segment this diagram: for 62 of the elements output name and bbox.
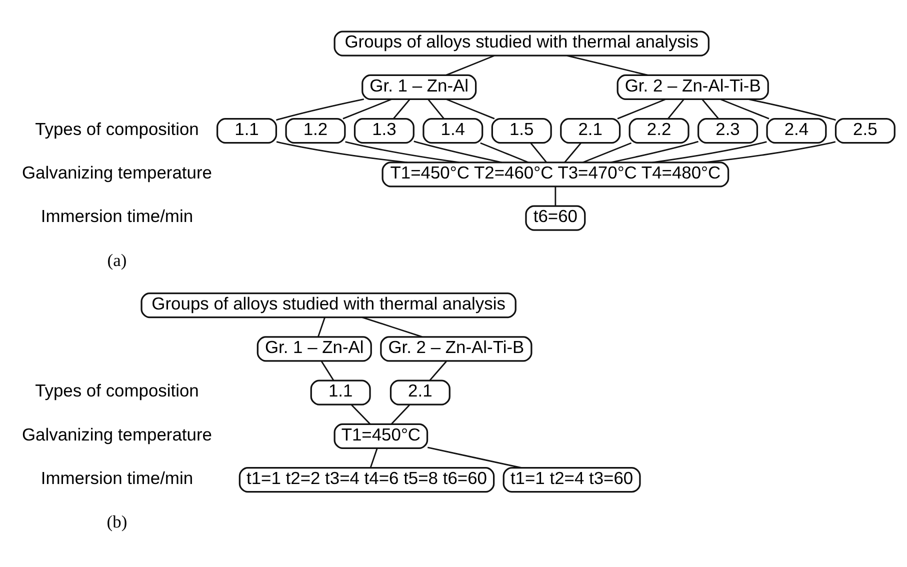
connector bbox=[320, 360, 334, 381]
label: Immersion time/min bbox=[40, 206, 193, 226]
connector bbox=[554, 186, 556, 206]
connector bbox=[704, 141, 836, 164]
node-box: Gr. 2 – Zn-Al-Ti-B bbox=[616, 74, 768, 100]
connector bbox=[413, 140, 502, 164]
node-box: 1.1 bbox=[216, 118, 277, 144]
connector bbox=[276, 141, 407, 164]
connector bbox=[446, 98, 494, 120]
node-box: Gr. 1 – Zn-Al bbox=[256, 336, 372, 362]
node-box: 1.3 bbox=[353, 118, 414, 144]
connector bbox=[428, 360, 446, 381]
connector bbox=[564, 142, 581, 163]
node-box: 1.4 bbox=[422, 118, 483, 144]
connector bbox=[530, 142, 546, 163]
node-box: Groups of alloys studied with thermal analysis bbox=[140, 292, 516, 318]
node-box: T1=450°C T2=460°C T3=470°C T4=480°C bbox=[381, 162, 729, 188]
connector bbox=[480, 142, 528, 163]
connector bbox=[616, 98, 666, 120]
label: (b) bbox=[106, 512, 127, 532]
node-box: Gr. 2 – Zn-Al-Ti-B bbox=[380, 336, 532, 362]
connector bbox=[276, 98, 364, 121]
node-box: 1.2 bbox=[284, 118, 346, 144]
connector bbox=[344, 141, 458, 164]
connector bbox=[362, 316, 422, 338]
node-box: 2.1 bbox=[389, 380, 450, 406]
label: (a) bbox=[106, 250, 126, 270]
connector bbox=[701, 99, 719, 120]
connector bbox=[317, 318, 325, 338]
node-box: t1=1 t2=2 t3=4 t4=6 t5=8 t6=60 bbox=[238, 467, 494, 493]
connector bbox=[369, 448, 378, 468]
node-box: Groups of alloys studied with thermal analysis bbox=[333, 30, 709, 56]
node-box: 2.4 bbox=[766, 118, 826, 144]
node-box: 2.1 bbox=[560, 118, 620, 144]
connector bbox=[426, 446, 521, 468]
connector bbox=[610, 140, 698, 164]
label: Types of composition bbox=[34, 118, 198, 139]
node-box: T1=450°C bbox=[333, 423, 428, 450]
node-box: Gr. 1 – Zn-Al bbox=[361, 74, 476, 100]
node-box: 2.2 bbox=[628, 118, 689, 144]
label: Galvanizing temperature bbox=[21, 424, 212, 444]
label: Immersion time/min bbox=[40, 468, 193, 488]
node-box: 2.5 bbox=[834, 118, 895, 144]
connector bbox=[747, 98, 836, 121]
node-box: t6=60 bbox=[524, 205, 586, 231]
label: Types of composition bbox=[34, 380, 198, 401]
connector bbox=[392, 99, 410, 120]
connector bbox=[342, 98, 392, 120]
connector bbox=[652, 141, 766, 164]
connector bbox=[446, 55, 494, 76]
connector bbox=[390, 404, 410, 425]
node-box: 1.5 bbox=[490, 118, 552, 144]
node-box: t1=1 t2=4 t3=60 bbox=[502, 467, 640, 493]
label: Galvanizing temperature bbox=[21, 162, 212, 183]
node-box: 2.3 bbox=[697, 118, 758, 144]
connector bbox=[427, 99, 444, 120]
connector bbox=[350, 404, 370, 425]
connector bbox=[582, 142, 632, 163]
connector bbox=[667, 99, 684, 120]
node-box: 1.1 bbox=[310, 380, 370, 406]
connector bbox=[566, 54, 648, 76]
connector bbox=[720, 98, 769, 120]
